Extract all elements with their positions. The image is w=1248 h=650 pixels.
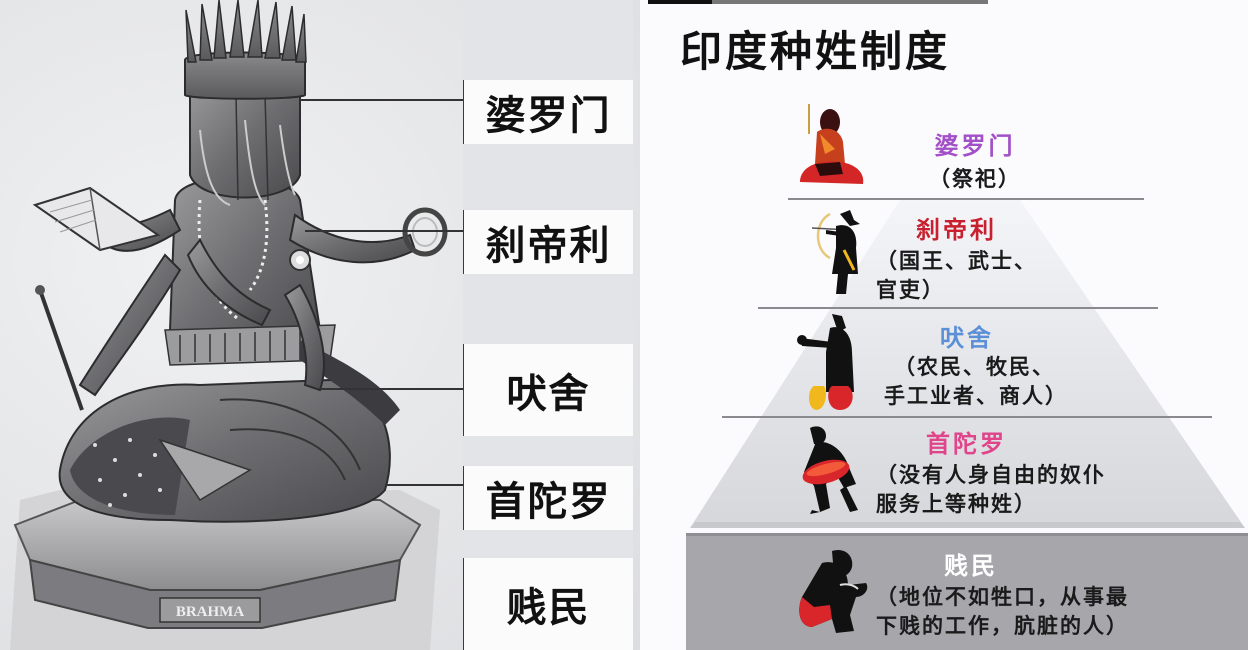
crown — [184, 0, 307, 100]
meditating-priest-icon — [800, 104, 864, 184]
tier-desc-line: 手工业者、商人） — [884, 384, 1068, 408]
callout-line-feet — [385, 484, 465, 486]
label-gap — [463, 436, 633, 466]
tier-kshatriya: 刹帝利 （国王、武士、 官吏） — [876, 210, 1076, 305]
label-text: 刹帝利 — [485, 223, 612, 269]
tier-dalit: 贱民 （地位不如牲口，从事最 下贱的工作，肮脏的人） — [876, 546, 1236, 641]
laborer-carrying-load-icon — [802, 426, 858, 514]
seated-legs — [58, 378, 391, 523]
label-gap — [463, 274, 633, 344]
label-gap — [463, 530, 633, 558]
tier-desc-line: （国王、武士、 — [876, 249, 1037, 273]
label-gap — [463, 144, 633, 210]
label-text: 首陀罗 — [485, 479, 612, 525]
label-text: 贱民 — [506, 585, 591, 631]
tier-vaishya: 吠舍 （农民、牧民、 手工业者、商人） — [884, 318, 1124, 411]
label-kshatriya: 刹帝利 — [463, 210, 633, 274]
tier-brahmin: 婆罗门 （祭祀） — [910, 126, 1040, 194]
callout-line-thighs — [320, 388, 465, 390]
label-dalit: 贱民 — [463, 558, 633, 650]
top-bar — [648, 0, 988, 4]
callout-line-arms — [305, 230, 465, 232]
svg-text:BRAHMA: BRAHMA — [176, 604, 244, 620]
brahma-statue-illustration: BRAHMA — [10, 0, 448, 650]
tier-name: 贱民 — [944, 552, 998, 580]
tier-desc-line: （农民、牧民、 — [894, 355, 1055, 379]
label-brahmin: 婆罗门 — [463, 80, 633, 144]
label-text: 吠舍 — [506, 371, 591, 417]
merchant-with-pots-icon — [797, 314, 854, 410]
book — [32, 186, 161, 252]
tier-desc-line: （地位不如牲口，从事最 — [876, 585, 1129, 609]
tier-separator — [722, 416, 1212, 418]
tier-name: 婆罗门 — [934, 132, 1016, 160]
tier-separator — [758, 307, 1158, 309]
tier-desc-line: 官吏） — [876, 278, 945, 302]
pedestal: BRAHMA — [10, 490, 440, 650]
caste-label-column: 婆罗门 刹帝利 吠舍 首陀罗 贱民 — [463, 0, 640, 650]
diagram-title: 印度种姓制度 — [680, 27, 951, 76]
archer-warrior-icon — [811, 210, 860, 294]
tier-desc-line: （没有人身自由的奴仆 — [876, 463, 1106, 487]
caste-pyramid-panel: 印度种姓制度 婆罗门 （祭祀） — [640, 0, 1248, 650]
rosary-ring — [402, 207, 448, 257]
statue-panel: BRAHMA — [0, 0, 640, 650]
label-gap — [463, 0, 633, 80]
label-text: 婆罗门 — [485, 93, 612, 139]
crouching-outcast-icon — [799, 549, 868, 633]
tier-desc-line: （祭祀） — [929, 167, 1021, 191]
tier-name: 首陀罗 — [926, 430, 1007, 458]
tier-name: 吠舍 — [940, 324, 994, 352]
label-vaishya: 吠舍 — [463, 344, 633, 436]
tier-desc-line: 下贱的工作，肮脏的人） — [876, 614, 1129, 638]
tier-desc-line: 服务上等种姓） — [876, 492, 1037, 516]
tier-name: 刹帝利 — [916, 216, 997, 244]
four-faces — [189, 82, 301, 206]
tier-shudra: 首陀罗 （没有人身自由的奴仆 服务上等种姓） — [876, 424, 1206, 519]
tier-separator — [788, 198, 1144, 200]
scepter — [35, 285, 84, 411]
label-shudra: 首陀罗 — [463, 466, 633, 530]
callout-line-head — [300, 99, 465, 101]
